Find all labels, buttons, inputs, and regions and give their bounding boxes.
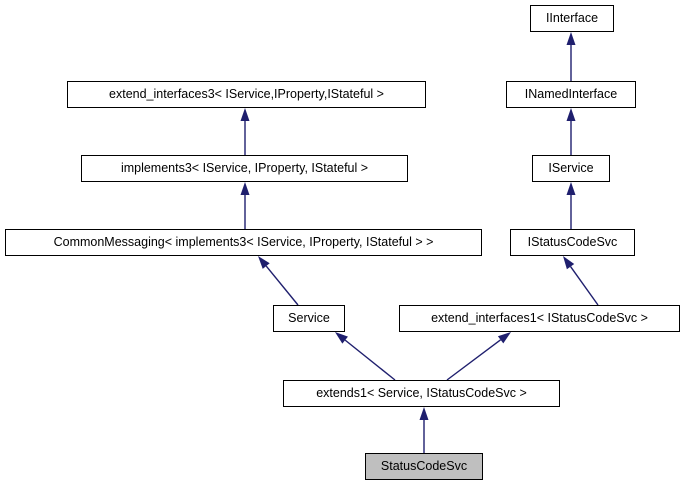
inheritance-edge-service-to-commonmessaging bbox=[258, 256, 299, 306]
inheritance-edge-iservice-to-inamedinterface bbox=[566, 108, 576, 155]
edge-arrowhead-icon bbox=[566, 108, 576, 121]
class-node-label: CommonMessaging< implements3< IService, … bbox=[53, 235, 434, 250]
class-node-extend_interfaces3[interactable]: extend_interfaces3< IService,IProperty,I… bbox=[67, 81, 426, 108]
edge-arrowhead-icon bbox=[566, 32, 576, 45]
class-node-label: extend_interfaces1< IStatusCodeSvc > bbox=[431, 311, 648, 326]
inheritance-edge-commonmessaging-to-implements3 bbox=[240, 182, 250, 229]
class-node-implements3[interactable]: implements3< IService, IProperty, IState… bbox=[81, 155, 408, 182]
edge-arrowhead-icon bbox=[258, 256, 270, 269]
class-node-extend_interfaces1[interactable]: extend_interfaces1< IStatusCodeSvc > bbox=[399, 305, 680, 332]
class-node-statuscodesvc[interactable]: StatusCodeSvc bbox=[365, 453, 483, 480]
edge-arrowhead-icon bbox=[566, 182, 576, 195]
class-node-label: IService bbox=[548, 161, 594, 176]
edge-arrowhead-icon bbox=[419, 407, 429, 420]
class-node-label: IInterface bbox=[545, 11, 599, 26]
class-node-label: Service bbox=[288, 311, 330, 326]
class-node-service[interactable]: Service bbox=[273, 305, 345, 332]
edge-line bbox=[344, 339, 396, 381]
class-node-iinterface[interactable]: IInterface bbox=[530, 5, 614, 32]
class-node-label: extends1< Service, IStatusCodeSvc > bbox=[316, 386, 527, 401]
edge-arrowhead-icon bbox=[335, 332, 348, 344]
inheritance-edge-istatuscodesvc-to-iservice bbox=[566, 182, 576, 229]
edge-arrowhead-icon bbox=[240, 182, 250, 195]
class-node-inamedinterface[interactable]: INamedInterface bbox=[506, 81, 636, 108]
class-node-label: extend_interfaces3< IService,IProperty,I… bbox=[109, 87, 384, 102]
inheritance-edge-extends1-to-service bbox=[335, 332, 396, 381]
inheritance-edge-statuscodesvc-to-extends1 bbox=[419, 407, 429, 453]
class-node-label: implements3< IService, IProperty, IState… bbox=[120, 161, 369, 176]
edge-arrowhead-icon bbox=[563, 256, 575, 270]
class-node-label: INamedInterface bbox=[524, 87, 618, 102]
inheritance-edge-implements3-to-extend_interfaces3 bbox=[240, 108, 250, 155]
edge-arrowhead-icon bbox=[497, 332, 511, 344]
class-node-istatuscodesvc[interactable]: IStatusCodeSvc bbox=[510, 229, 635, 256]
inheritance-edge-inamedinterface-to-iinterface bbox=[566, 32, 576, 81]
class-node-iservice[interactable]: IService bbox=[532, 155, 610, 182]
inheritance-edge-extend_interfaces1-to-istatuscodesvc bbox=[563, 256, 599, 306]
class-node-label: StatusCodeSvc bbox=[380, 459, 468, 474]
class-node-label: IStatusCodeSvc bbox=[527, 235, 618, 250]
inheritance-edge-extends1-to-extend_interfaces1 bbox=[446, 332, 511, 381]
edge-line bbox=[446, 339, 502, 381]
edge-arrowhead-icon bbox=[240, 108, 250, 121]
class-node-commonmessaging[interactable]: CommonMessaging< implements3< IService, … bbox=[5, 229, 482, 256]
class-node-extends1[interactable]: extends1< Service, IStatusCodeSvc > bbox=[283, 380, 560, 407]
edge-line bbox=[265, 265, 299, 306]
edge-line bbox=[569, 266, 599, 306]
